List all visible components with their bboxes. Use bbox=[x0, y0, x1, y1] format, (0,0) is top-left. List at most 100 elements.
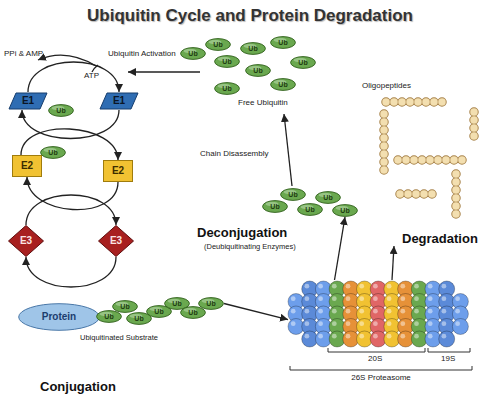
highlight bbox=[387, 284, 392, 289]
highlight bbox=[332, 334, 337, 339]
ubiquitin-ellipse bbox=[333, 205, 358, 217]
highlight bbox=[359, 309, 364, 314]
ubiquitin-node: Ub bbox=[315, 191, 341, 204]
highlight bbox=[414, 309, 419, 314]
highlight bbox=[332, 296, 337, 301]
e2-square bbox=[13, 156, 42, 177]
release-arrow bbox=[38, 55, 96, 66]
peptide-chain-outline bbox=[379, 114, 389, 178]
section-heading: Deconjugation bbox=[197, 226, 287, 239]
cycle-connector bbox=[28, 62, 119, 92]
annotation-label: 19S bbox=[441, 355, 455, 363]
highlight bbox=[387, 334, 392, 339]
highlight bbox=[400, 284, 405, 289]
node-text: Ub bbox=[48, 149, 57, 156]
highlight bbox=[414, 284, 419, 289]
node-text: E3 bbox=[110, 236, 122, 246]
e1-parallelogram bbox=[100, 93, 138, 109]
highlight bbox=[373, 284, 378, 289]
e2-square bbox=[104, 161, 133, 182]
node-text: E3 bbox=[20, 236, 32, 246]
highlight bbox=[318, 334, 323, 339]
highlight bbox=[291, 296, 296, 301]
ubiquitin-ellipse bbox=[199, 298, 224, 310]
highlight bbox=[373, 321, 378, 326]
protein-ellipse bbox=[19, 304, 100, 331]
brackets bbox=[290, 348, 472, 370]
highlight bbox=[442, 309, 447, 314]
ubiquitin-node: Ub bbox=[198, 297, 224, 310]
node-text: Ub bbox=[253, 67, 262, 74]
ubiquitin-ellipse bbox=[97, 311, 122, 323]
ubiquitin-ellipse bbox=[181, 48, 206, 60]
flow-arrow bbox=[284, 114, 292, 186]
annotation-label: Chain Disassembly bbox=[200, 150, 268, 158]
highlight bbox=[455, 309, 460, 314]
node-text: Ub bbox=[222, 85, 231, 92]
highlight bbox=[387, 321, 392, 326]
highlight bbox=[332, 309, 337, 314]
highlight bbox=[414, 296, 419, 301]
ubiquitin-node: Ub bbox=[262, 200, 288, 213]
enzyme-node: E2 bbox=[12, 155, 42, 177]
highlight bbox=[373, 296, 378, 301]
ubiquitin-node: Ub bbox=[280, 188, 306, 201]
ubiquitin-ellipse bbox=[263, 201, 288, 213]
section-heading: Conjugation bbox=[40, 380, 116, 393]
highlight bbox=[400, 321, 405, 326]
peptide-chain-outline bbox=[398, 155, 470, 165]
highlight bbox=[400, 334, 405, 339]
node-text: Ub bbox=[288, 191, 297, 198]
highlight bbox=[428, 321, 433, 326]
highlight bbox=[346, 309, 351, 314]
node-text: Ub bbox=[222, 58, 231, 65]
ubiquitin-node: Ub bbox=[245, 64, 271, 77]
ubiquitin-node: Ub bbox=[214, 82, 240, 95]
ubiquitin-node: Ub bbox=[214, 55, 240, 68]
highlight bbox=[414, 334, 419, 339]
ubiquitin-ellipse bbox=[41, 147, 66, 159]
highlight bbox=[387, 296, 392, 301]
node-text: Ub bbox=[278, 81, 287, 88]
ubiquitin-ellipse bbox=[246, 65, 271, 77]
highlight bbox=[414, 321, 419, 326]
e3-diamond bbox=[99, 226, 134, 257]
ubiquitin-node: Ub bbox=[96, 310, 122, 323]
section-heading: Degradation bbox=[402, 232, 478, 245]
ubiquitin-ellipse bbox=[316, 192, 341, 204]
protein-node: Protein bbox=[18, 303, 100, 331]
ubiquitin-ellipse bbox=[215, 56, 240, 68]
highlight bbox=[346, 284, 351, 289]
cycle-connector bbox=[224, 304, 288, 320]
e3-diamond bbox=[9, 226, 44, 257]
highlight bbox=[400, 309, 405, 314]
highlight bbox=[291, 321, 296, 326]
node-text: Ub bbox=[134, 315, 143, 322]
annotation-label: PPi & AMP bbox=[4, 50, 43, 58]
node-text: E2 bbox=[21, 161, 33, 171]
annotation-label: ATP bbox=[84, 72, 99, 80]
diagram-title: Ubiquitin Cycle and Protein Degradation bbox=[0, 6, 500, 26]
node-text: Ub bbox=[120, 303, 129, 310]
node-text: E2 bbox=[112, 166, 124, 176]
highlight bbox=[455, 296, 460, 301]
node-text: Ub bbox=[270, 203, 279, 210]
highlight bbox=[346, 296, 351, 301]
highlight bbox=[305, 284, 310, 289]
node-text: 26S Proteasome bbox=[288, 374, 474, 382]
oligopeptide-chains bbox=[384, 102, 474, 222]
node-text: Ub bbox=[172, 300, 181, 307]
node-text: Ub bbox=[188, 309, 197, 316]
ubiquitin-node: Ub bbox=[48, 104, 74, 117]
highlight bbox=[291, 309, 296, 314]
highlight bbox=[332, 321, 337, 326]
flow-arrow bbox=[392, 246, 394, 280]
highlight bbox=[305, 321, 310, 326]
highlight bbox=[305, 309, 310, 314]
node-text: Ub bbox=[323, 194, 332, 201]
flow-arrow bbox=[128, 71, 200, 72]
ubiquitin-node: Ub bbox=[240, 42, 266, 55]
highlight bbox=[442, 284, 447, 289]
node-text: Protein bbox=[42, 312, 76, 322]
